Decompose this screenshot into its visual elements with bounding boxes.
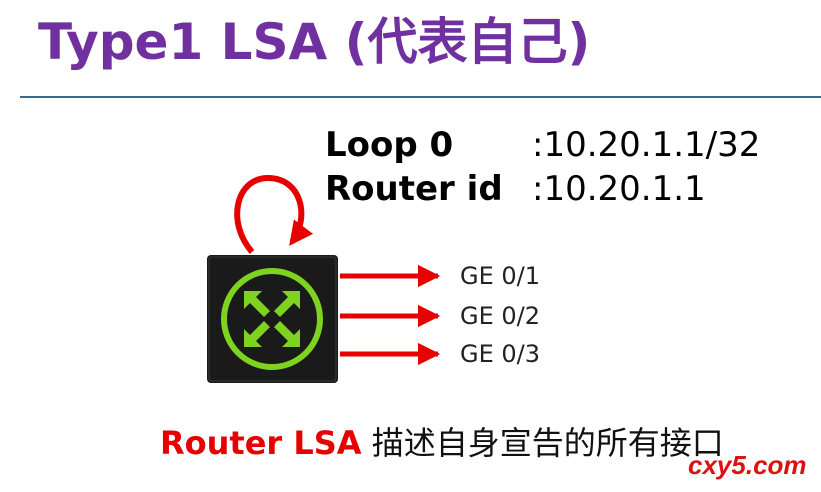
caption: Router LSA 描述自身宣告的所有接口 [160,424,724,462]
loopback-arrow-icon [234,174,314,254]
router-id-label: Router id [325,169,503,209]
loop-label: Loop 0 [325,125,454,165]
interface-label: GE 0/1 [460,262,541,290]
interface-label: GE 0/2 [460,302,541,330]
watermark: cxy5.com [688,450,807,480]
caption-text: 描述自身宣告的所有接口 [361,424,724,462]
caption-keyword: Router LSA [160,424,362,462]
interface-label: GE 0/3 [460,340,541,368]
loop-value: :10.20.1.1/32 [532,125,761,165]
router-icon [207,255,338,383]
slide-title: Type1 LSA (代表自己) [38,13,591,71]
router-id-value: :10.20.1.1 [532,169,706,209]
title-divider [20,96,821,98]
